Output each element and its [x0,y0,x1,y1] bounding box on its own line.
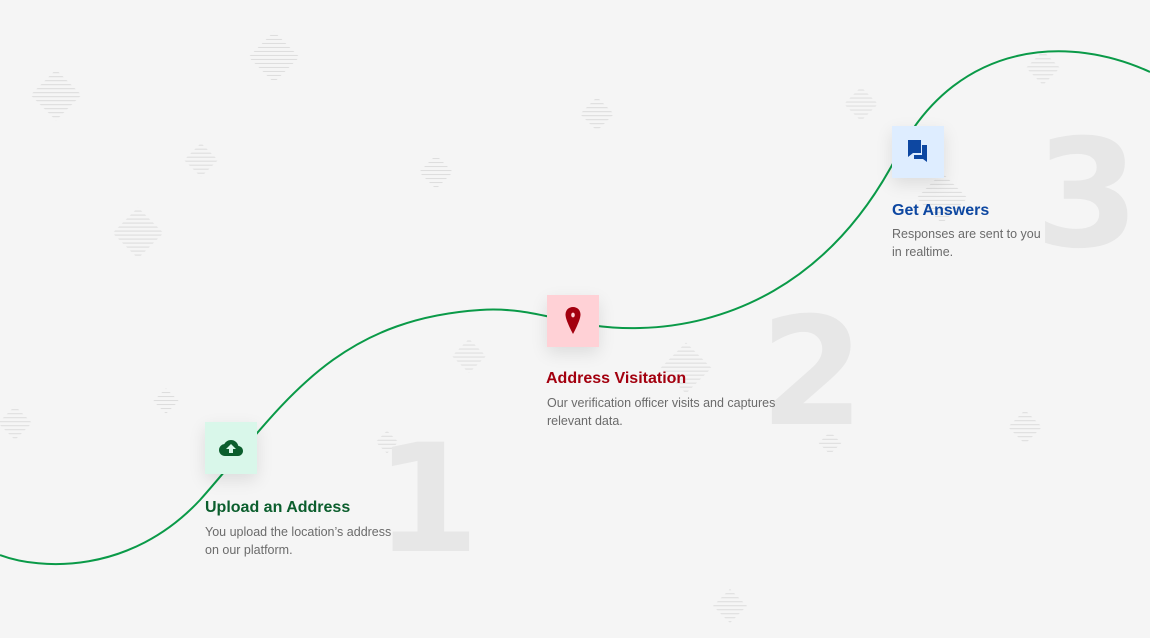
map-pin-icon [565,307,581,334]
step-number-2: 2 [760,286,865,460]
chat-bubbles-icon [908,140,927,162]
answers-icon-box [892,126,944,178]
step-title-upload: Upload an Address [205,499,351,516]
step-number-1: 1 [375,413,480,587]
step-number-3: 3 [1035,108,1140,282]
step-description-answers: Responses are sent to you in realtime. [892,227,1041,259]
upload-icon-box [205,422,257,474]
step-description-upload: You upload the location’s address on our… [205,525,392,557]
step-title-visitation: Address Visitation [546,370,687,387]
cloud-upload-icon [219,440,243,456]
step-description-visitation: Our verification officer visits and capt… [547,396,776,428]
visitation-icon-box [547,295,599,347]
step-title-answers: Get Answers [892,202,990,219]
